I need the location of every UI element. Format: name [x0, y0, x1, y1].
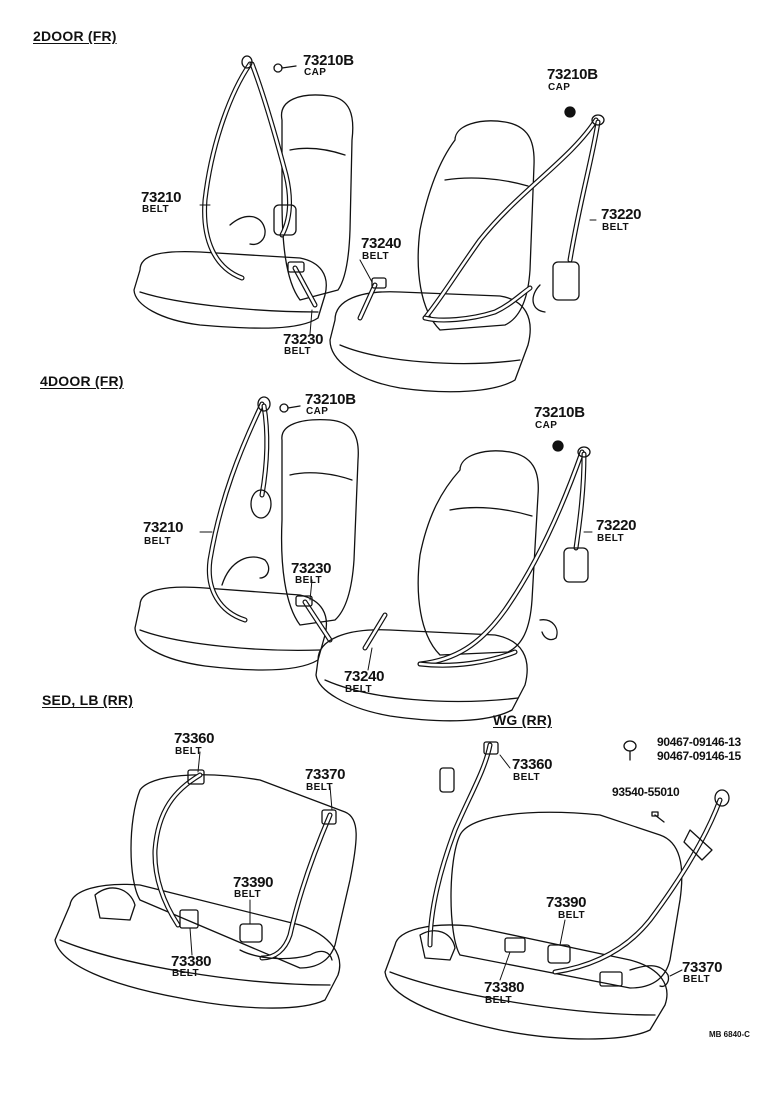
part-name: BELT	[144, 536, 171, 547]
section-title-2door-fr: 2DOOR (FR)	[33, 28, 117, 44]
part-number: 73210	[143, 519, 184, 536]
part-name: BELT	[142, 204, 169, 215]
part-number: 90467-09146-13	[657, 735, 741, 749]
part-name: BELT	[485, 995, 512, 1006]
part-number: 73370	[305, 766, 346, 783]
part-name: BELT	[306, 782, 333, 793]
part-number: 93540-55010	[612, 785, 680, 799]
section-title-4door-fr: 4DOOR (FR)	[40, 373, 124, 389]
leader-lines	[190, 205, 682, 980]
part-number: 73210	[141, 189, 182, 206]
part-number: 73220	[596, 517, 637, 534]
part-name: BELT	[362, 251, 389, 262]
part-number: 73240	[361, 235, 402, 252]
part-name: BELT	[602, 222, 629, 233]
part-number: 73230	[291, 560, 332, 577]
part-number: 73380	[171, 953, 212, 970]
rear-seat-wagon	[385, 741, 729, 1039]
part-name: BELT	[683, 974, 710, 985]
part-name: BELT	[172, 968, 199, 979]
part-number: 73390	[546, 894, 587, 911]
part-number: 90467-09146-15	[657, 749, 741, 763]
drawing-code: MB 6840-C	[709, 1030, 750, 1039]
section-title-wg-rr: WG (RR)	[493, 712, 552, 728]
part-name: CAP	[535, 420, 558, 431]
part-name: CAP	[306, 406, 329, 417]
part-number: 73240	[344, 668, 385, 685]
front-seat-2door-right	[330, 107, 604, 392]
part-name: CAP	[304, 67, 327, 78]
part-name: BELT	[597, 533, 624, 544]
part-number: 73390	[233, 874, 274, 891]
part-name: BELT	[284, 346, 311, 357]
part-name: BELT	[558, 910, 585, 921]
part-number: 73230	[283, 331, 324, 348]
part-number: 73220	[601, 206, 642, 223]
part-number: 73360	[512, 756, 553, 773]
part-name: BELT	[234, 889, 261, 900]
part-name: BELT	[345, 684, 372, 695]
part-name: BELT	[295, 575, 322, 586]
front-seat-4door-left	[135, 397, 358, 670]
part-number: 73210B	[547, 66, 598, 83]
rear-seat-sedan	[55, 770, 356, 1008]
section-title-sed-lb-rr: SED, LB (RR)	[42, 692, 134, 708]
part-number: 73380	[484, 979, 525, 996]
part-number: 73210B	[305, 391, 356, 408]
part-name: BELT	[175, 746, 202, 757]
front-seat-2door-left	[134, 56, 353, 328]
part-number: 73360	[174, 730, 215, 747]
front-seat-4door-right	[316, 441, 590, 721]
part-name: CAP	[548, 82, 571, 93]
part-number: 73210B	[534, 404, 585, 421]
part-name: BELT	[513, 772, 540, 783]
part-number: 73370	[682, 959, 723, 976]
part-number: 73210B	[303, 52, 354, 69]
